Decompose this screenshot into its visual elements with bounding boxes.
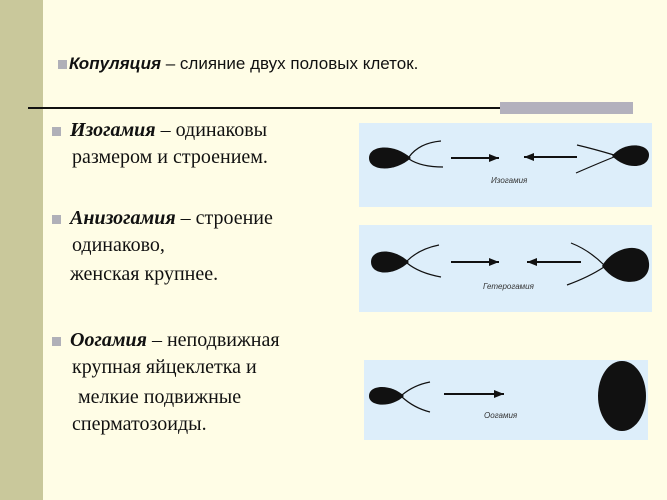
figure-oogamy: Оогамия [364,360,648,440]
bullet-oogamy: Оогамия – неподвижная крупная яйцеклетка… [52,327,280,438]
bullet-icon [58,60,67,69]
text: – одинаковы [155,119,268,141]
term: Изогамия [70,119,156,141]
divider [28,107,632,109]
term: Оогамия [70,329,147,351]
bullet-anisogamy: Анизогамия – строение одинаково, женская… [52,205,273,288]
bullet-icon [52,214,61,224]
divider-accent [500,102,633,114]
title-rest: – слияние двух половых клеток. [161,54,419,73]
sidebar-stripe [0,0,43,500]
figure-anisogamy: Гетерогамия [359,225,652,312]
bullet-icon [52,336,61,346]
text: женская крупнее. [70,263,219,285]
text: – строение [175,207,273,229]
bullet-isogamy: Изогамия – одинаковы размером и строение… [52,117,268,171]
text: – неподвижная [146,329,280,351]
caption: Гетерогамия [483,282,535,291]
title-term: Копуляция [69,54,161,73]
bullet-icon [52,126,61,136]
text: одинаково, [72,234,165,256]
caption: Изогамия [491,176,528,185]
figure-isogamy: Изогамия [359,123,652,207]
caption: Оогамия [484,411,518,420]
text: мелкие подвижные [78,386,242,408]
text: сперматозоиды. [72,413,207,435]
slide-title: Копуляция – слияние двух половых клеток. [58,54,418,74]
text: крупная яйцеклетка и [72,356,257,378]
term: Анизогамия [70,207,176,229]
text: размером и строением. [72,146,268,168]
